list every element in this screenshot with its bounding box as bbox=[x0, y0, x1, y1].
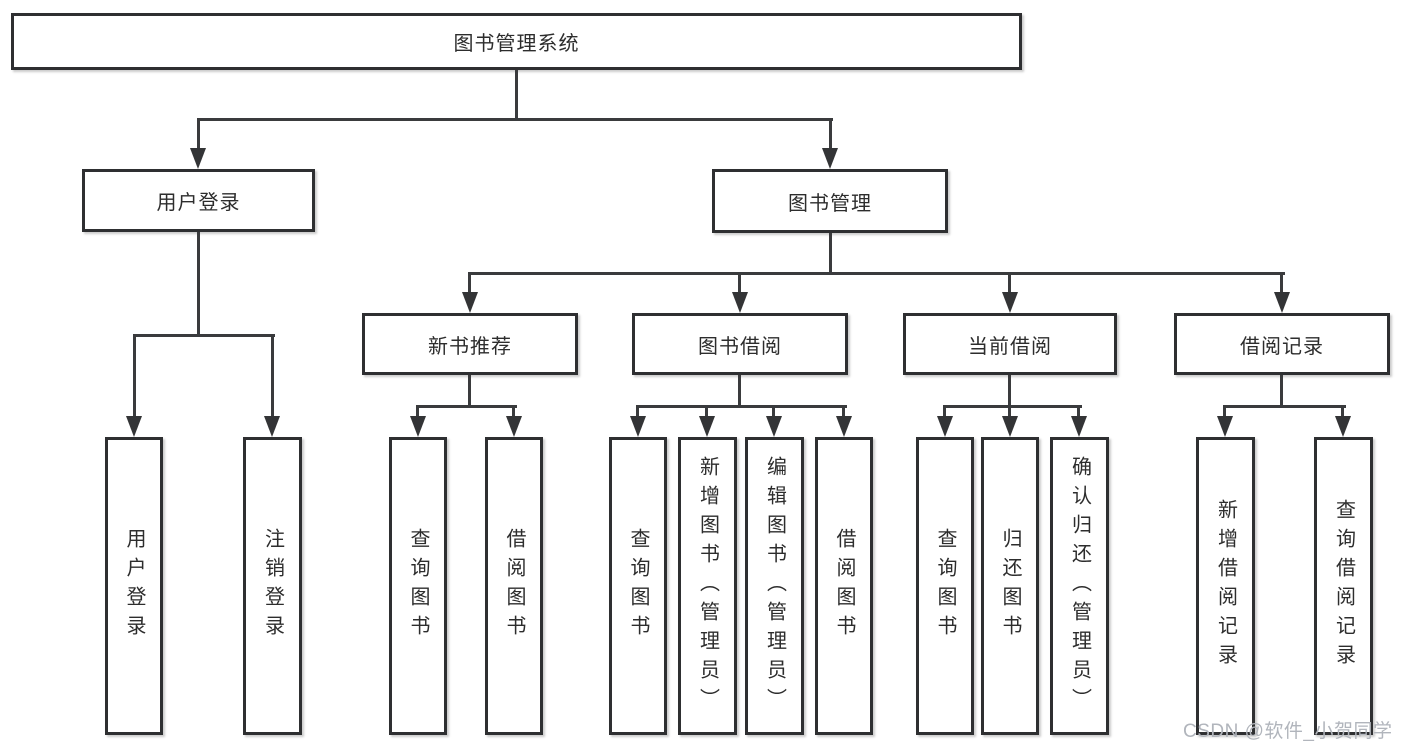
leaf-recommend-borrow-books: 借阅图书 bbox=[485, 437, 543, 735]
node-current-borrowing: 当前借阅 bbox=[903, 313, 1117, 375]
leaf-return-books: 归还图书 bbox=[981, 437, 1039, 735]
connector-line bbox=[133, 334, 136, 418]
connector-line bbox=[469, 272, 1285, 275]
connector-line bbox=[1223, 405, 1226, 419]
leaf-label: 注销登录 bbox=[261, 528, 284, 644]
connector-line bbox=[468, 272, 471, 294]
arrow-down-icon bbox=[1335, 416, 1351, 437]
connector-line bbox=[829, 118, 832, 150]
node-label: 用户登录 bbox=[156, 192, 241, 214]
arrow-down-icon bbox=[126, 416, 142, 437]
arrow-down-icon bbox=[1071, 416, 1087, 437]
csdn-watermark: CSDN @软件_小贺同学 bbox=[1183, 721, 1393, 742]
leaf-confirm-return-admin: 确认归还（管理员） bbox=[1050, 437, 1109, 735]
arrow-down-icon bbox=[1217, 416, 1233, 437]
leaf-query-borrow-record: 查询借阅记录 bbox=[1314, 437, 1373, 735]
connector-line bbox=[738, 272, 741, 294]
node-label: 新书推荐 bbox=[428, 335, 512, 358]
leaf-label: 用户登录 bbox=[123, 528, 145, 644]
connector-line bbox=[944, 405, 1082, 408]
node-book-borrowing: 图书借阅 bbox=[632, 313, 848, 375]
connector-line bbox=[515, 70, 518, 118]
leaf-logout-login: 注销登录 bbox=[243, 437, 302, 735]
node-new-book-recommend: 新书推荐 bbox=[362, 313, 578, 375]
connector-line bbox=[1008, 375, 1011, 407]
arrow-down-icon bbox=[732, 292, 748, 313]
connector-line bbox=[1280, 272, 1283, 294]
arrow-down-icon bbox=[630, 416, 646, 437]
connector-line bbox=[637, 405, 847, 408]
connector-line bbox=[1341, 405, 1344, 419]
leaf-label: 查询图书 bbox=[934, 528, 956, 644]
leaf-current-query-books: 查询图书 bbox=[916, 437, 974, 735]
leaf-label: 编辑图书（管理员） bbox=[763, 455, 786, 717]
node-borrow-records: 借阅记录 bbox=[1174, 313, 1390, 375]
leaf-add-borrow-record: 新增借阅记录 bbox=[1196, 437, 1255, 735]
connector-line bbox=[468, 375, 471, 407]
arrow-down-icon bbox=[462, 292, 478, 313]
arrow-down-icon bbox=[1002, 416, 1018, 437]
node-label: 图书管理系统 bbox=[453, 33, 580, 55]
node-label: 当前借阅 bbox=[968, 335, 1052, 358]
node-library-management-system: 图书管理系统 bbox=[11, 13, 1022, 70]
leaf-borrowing-query-books: 查询图书 bbox=[609, 437, 667, 735]
arrow-down-icon bbox=[410, 416, 426, 437]
connector-line bbox=[1008, 272, 1011, 294]
arrow-down-icon bbox=[506, 416, 522, 437]
leaf-label: 新增借阅记录 bbox=[1214, 499, 1237, 673]
connector-line bbox=[772, 405, 775, 419]
connector-line bbox=[197, 232, 200, 337]
leaf-label: 归还图书 bbox=[999, 528, 1021, 644]
connector-line bbox=[416, 405, 419, 419]
leaf-user-login: 用户登录 bbox=[105, 437, 163, 735]
leaf-label: 查询图书 bbox=[627, 528, 649, 644]
leaf-borrow-books: 借阅图书 bbox=[815, 437, 873, 735]
leaf-recommend-query-books: 查询图书 bbox=[389, 437, 447, 735]
node-label: 图书借阅 bbox=[698, 335, 782, 358]
connector-line bbox=[842, 405, 845, 419]
connector-line bbox=[417, 405, 517, 408]
connector-line bbox=[636, 405, 639, 419]
connector-line bbox=[705, 405, 708, 419]
connector-line bbox=[197, 118, 833, 121]
arrow-down-icon bbox=[937, 416, 953, 437]
leaf-label: 新增图书（管理员） bbox=[696, 455, 719, 717]
arrow-down-icon bbox=[264, 416, 280, 437]
connector-line bbox=[1077, 405, 1080, 419]
node-label: 图书管理 bbox=[788, 192, 872, 215]
leaf-label: 借阅图书 bbox=[503, 528, 525, 644]
leaf-add-books-admin: 新增图书（管理员） bbox=[678, 437, 737, 735]
connector-line bbox=[1280, 375, 1283, 407]
connector-line bbox=[1008, 405, 1011, 419]
connector-line bbox=[271, 334, 274, 418]
leaf-label: 查询图书 bbox=[407, 528, 429, 644]
connector-line bbox=[197, 118, 200, 150]
arrow-down-icon bbox=[699, 416, 715, 437]
connector-line bbox=[943, 405, 946, 419]
arrow-down-icon bbox=[836, 416, 852, 437]
node-book-management: 图书管理 bbox=[712, 169, 948, 233]
connector-line bbox=[512, 405, 515, 419]
leaf-label: 借阅图书 bbox=[833, 528, 855, 644]
connector-line bbox=[829, 233, 832, 274]
connector-line bbox=[738, 375, 741, 407]
arrow-down-icon bbox=[766, 416, 782, 437]
node-user-login: 用户登录 bbox=[82, 169, 315, 232]
leaf-label: 查询借阅记录 bbox=[1332, 499, 1355, 673]
connector-line bbox=[1224, 405, 1346, 408]
leaf-label: 确认归还（管理员） bbox=[1068, 455, 1091, 717]
node-label: 借阅记录 bbox=[1240, 335, 1324, 358]
arrow-down-icon bbox=[822, 148, 838, 169]
arrow-down-icon bbox=[1274, 292, 1290, 313]
leaf-edit-books-admin: 编辑图书（管理员） bbox=[745, 437, 804, 735]
arrow-down-icon bbox=[190, 148, 206, 169]
connector-line bbox=[133, 334, 275, 337]
arrow-down-icon bbox=[1002, 292, 1018, 313]
